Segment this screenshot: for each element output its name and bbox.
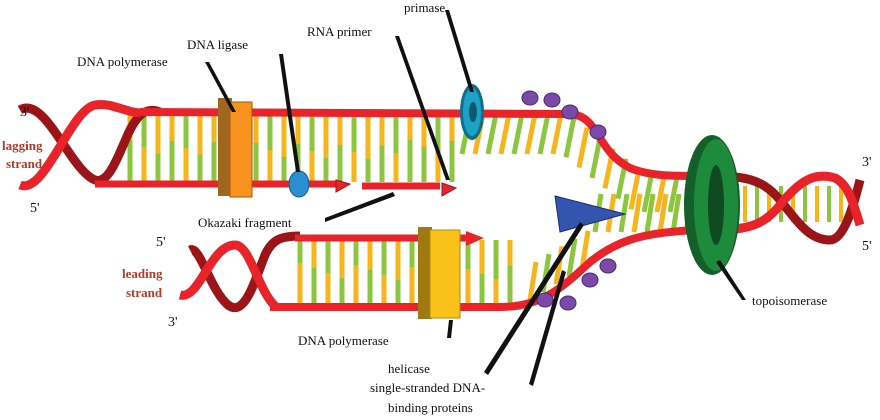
label-dna-polymerase-bottom: DNA polymerase [298,333,389,348]
base-pair [589,137,603,179]
single-stranded-dna-binding-proteins [521,90,617,311]
end-lagging-top: 3' [20,105,30,120]
okazaki-fragments [95,179,458,197]
ssb-protein [543,92,561,108]
base-pair [537,113,551,155]
base-pair [670,193,682,233]
lagging-parental-backbone [139,108,701,180]
ssb-protein [581,272,599,288]
base-pair [563,116,577,158]
end-lagging-bottom: 5' [30,201,40,216]
label-primase: primase [404,0,445,15]
end-leading-bottom: 3' [168,315,178,330]
base-pair [644,193,656,233]
leading-parental-backbone [270,226,701,311]
label-leading-line2: strand [126,285,163,300]
dna-polymerase-leading [418,227,461,319]
primase [460,84,484,140]
ssb-protein [559,295,577,311]
base-pair [566,238,578,277]
ssb-protein [521,90,539,106]
base-pair [579,230,591,270]
label-lagging-line1: lagging [2,138,43,153]
base-pair [498,113,512,155]
label-dna-ligase: DNA ligase [187,37,248,52]
base-pair [631,193,643,233]
label-lagging-line2: strand [6,156,43,171]
base-pair [485,113,499,155]
parental-double-helix [699,171,865,245]
base-pair [641,171,655,213]
dna-polymerase-lagging [218,98,253,198]
ssb-protein [536,292,554,308]
label-ssb-line2: binding proteins [388,400,473,415]
end-right-bottom: 5' [862,239,872,254]
leading-strand-arrowhead [466,231,484,246]
label-leading-line1: leading [122,266,163,281]
label-helicase: helicase [388,361,430,376]
label-dna-polymerase-top: DNA polymerase [77,54,168,69]
base-pair [657,193,669,233]
label-topoisomerase: topoisomerase [752,293,827,308]
dna-ligase [288,170,310,198]
end-leading-top: 5' [156,235,166,250]
base-pair [511,113,525,155]
helicase [554,195,627,233]
label-ssb-line1: single-stranded DNA- [370,380,485,395]
label-rna-primer: RNA primer [307,24,372,39]
ssb-protein [561,104,579,120]
base-pair [628,168,642,210]
topoisomerase [684,135,740,275]
pointer-lines [205,10,746,386]
base-pair [576,127,590,169]
leading-strand-helix [178,231,301,312]
ssb-protein [589,124,607,140]
base-pair [618,193,630,233]
end-right-top: 3' [862,155,872,170]
ssb-protein [599,258,617,274]
base-pair [550,113,564,155]
label-okazaki-fragment: Okazaki fragment [198,215,292,230]
base-pair [527,261,539,301]
base-pair [524,113,538,155]
